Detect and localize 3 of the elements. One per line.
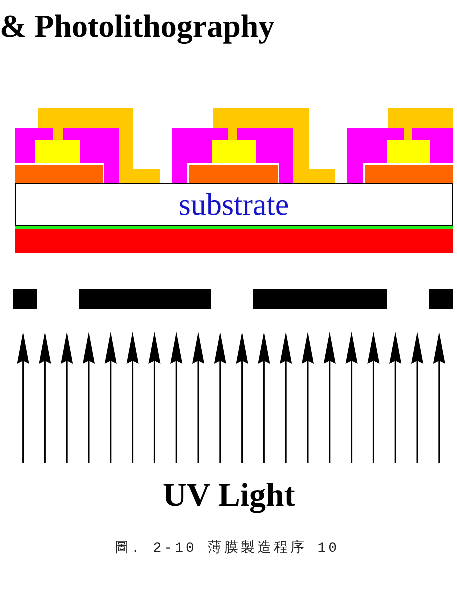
title: & Photolithography: [0, 10, 275, 42]
caption: 圖. 2-10 薄膜製造程序 10: [115, 541, 340, 557]
light-label: UV Light: [163, 480, 296, 513]
